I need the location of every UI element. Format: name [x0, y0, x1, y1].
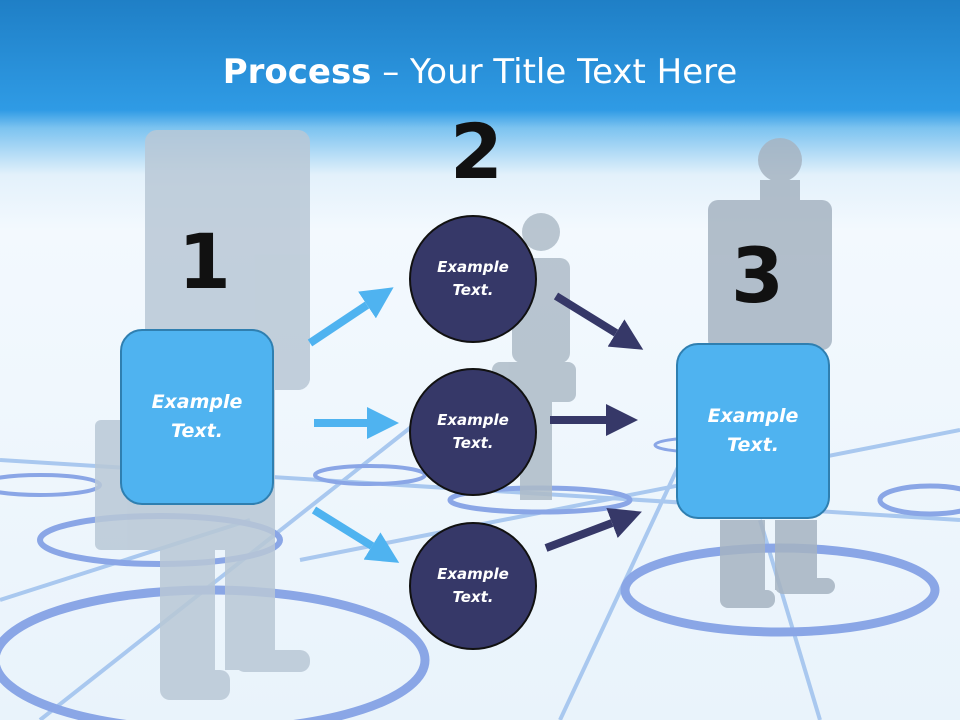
step-number-1: 1: [178, 217, 231, 306]
step-number-2: 2: [450, 107, 503, 196]
arrow-up-right-dark: [544, 508, 642, 552]
arrow-down-right-light: [311, 506, 400, 563]
slide-title: Process – Your Title Text Here: [0, 52, 960, 92]
arrow-up-right-light: [307, 287, 394, 347]
title-bold: Process: [222, 52, 372, 92]
title-rest: – Your Title Text Here: [371, 52, 738, 92]
person-right-silhouette: [708, 138, 835, 608]
arrow-down-right-dark: [553, 292, 644, 350]
step-number-3: 3: [731, 231, 784, 320]
